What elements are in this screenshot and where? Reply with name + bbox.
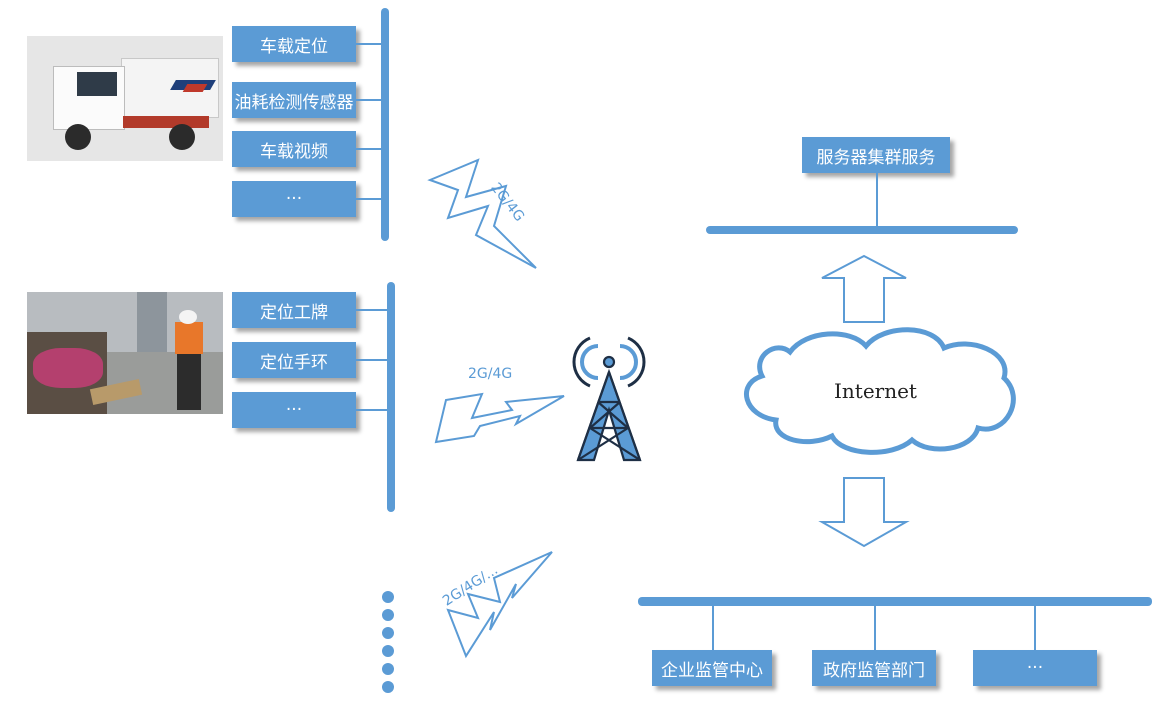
connector <box>356 359 388 361</box>
connector <box>874 606 876 650</box>
cell-tower-icon <box>572 336 646 462</box>
connector <box>356 198 384 200</box>
connector <box>356 148 384 150</box>
connector <box>356 409 388 411</box>
device-fuel-sensor: 油耗检测传感器 <box>232 82 356 118</box>
street-sweeper-worker-photo <box>27 292 223 414</box>
client-government-dept: 政府监管部门 <box>812 650 936 686</box>
vehicle-bus <box>381 8 389 241</box>
device-gps-wristband: 定位手环 <box>232 342 356 378</box>
client-enterprise-center: 企业监管中心 <box>652 650 772 686</box>
more-dot <box>382 681 394 693</box>
server-cluster-box: 服务器集群服务 <box>802 137 950 173</box>
device-worker-more: ··· <box>232 392 356 428</box>
more-dot <box>382 663 394 675</box>
sweeper-truck-photo <box>27 36 223 161</box>
lightning-link-icon <box>434 392 565 444</box>
device-gps-badge: 定位工牌 <box>232 292 356 328</box>
connector <box>356 43 384 45</box>
down-arrow-icon <box>818 477 910 548</box>
connector <box>356 309 388 311</box>
lightning-link-icon <box>427 158 537 269</box>
lightning-link-icon <box>446 551 553 659</box>
more-dot <box>382 645 394 657</box>
device-vehicle-video: 车载视频 <box>232 131 356 167</box>
connector <box>876 173 878 228</box>
connector <box>712 606 714 650</box>
connector <box>356 99 384 101</box>
link-label-worker: 2G/4G <box>468 366 513 382</box>
more-dot <box>382 591 394 603</box>
up-arrow-icon <box>821 254 907 323</box>
more-dot <box>382 627 394 639</box>
internet-label: Internet <box>834 379 917 403</box>
device-vehicle-gps: 车载定位 <box>232 26 356 62</box>
cloud-icon <box>744 327 1016 455</box>
connector <box>1034 606 1036 650</box>
device-vehicle-more: ··· <box>232 181 356 217</box>
client-more: ··· <box>973 650 1097 686</box>
client-bus <box>638 597 1152 606</box>
worker-bus <box>387 282 395 512</box>
more-dot <box>382 609 394 621</box>
server-bus <box>706 226 1018 234</box>
